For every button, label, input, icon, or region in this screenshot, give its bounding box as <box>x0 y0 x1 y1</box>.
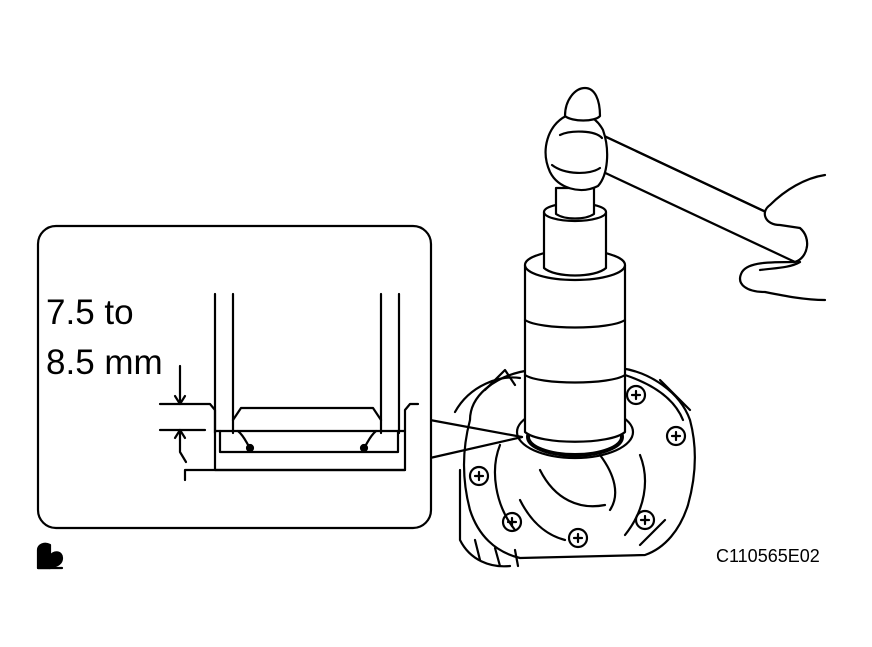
figure-code: C110565E02 <box>716 546 820 566</box>
dimension-label-line1: 7.5 to <box>46 293 134 332</box>
callout-leader <box>428 418 524 460</box>
installer-tool <box>523 186 627 443</box>
hammer <box>544 86 809 264</box>
cross-section-detail <box>158 292 420 482</box>
housing-bolts <box>468 384 687 549</box>
housing <box>453 366 696 568</box>
dimension-label-line2: 8.5 mm <box>46 343 163 382</box>
hand <box>739 173 827 302</box>
grease-symbol-icon <box>36 542 64 570</box>
